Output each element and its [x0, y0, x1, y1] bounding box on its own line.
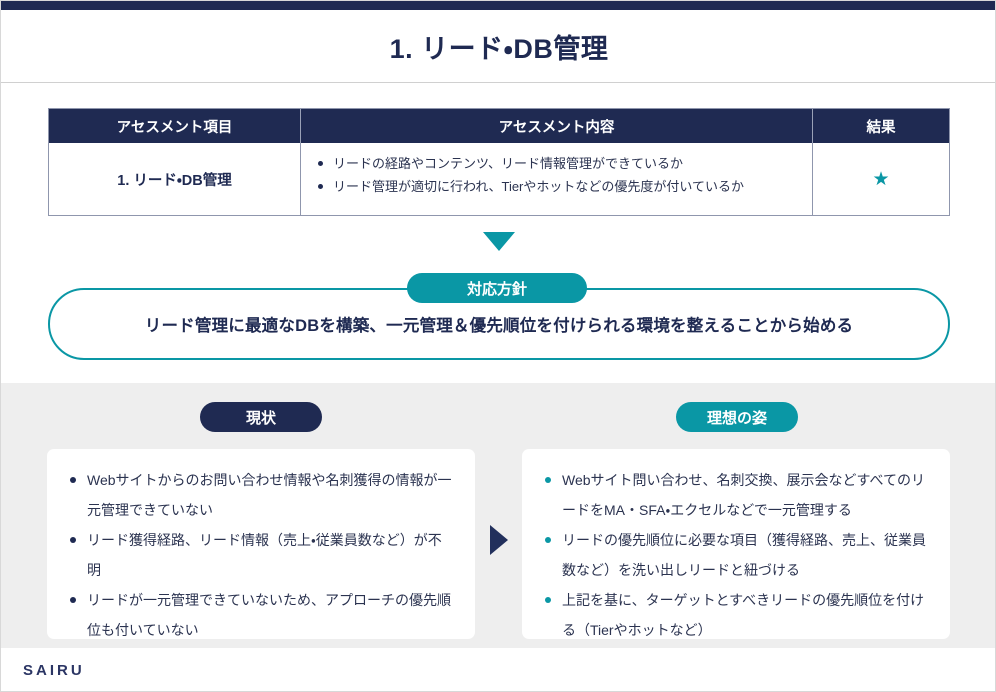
badge-ideal-state: 理想の姿 [676, 402, 798, 432]
cell-assessment-item: 1. リード・DB管理 [49, 143, 301, 215]
list-item: リード管理が適切に行われ、Tierやホットなどの優先度が付いているか [318, 176, 798, 197]
down-triangle-icon [483, 232, 515, 251]
assessment-detail-list: リードの経路やコンテンツ、リード情報管理ができているか リード管理が適切に行われ… [311, 153, 798, 197]
ideal-state-card: Webサイト問い合わせ、名刺交換、展示会などすべてのリードをMA・SFA・エクセ… [522, 449, 950, 639]
ideal-state-list: Webサイト問い合わせ、名刺交換、展示会などすべてのリードをMA・SFA・エクセ… [538, 465, 930, 645]
list-item: リード獲得経路、リード情報（売上・従業員数など）が不明 [70, 525, 455, 585]
top-accent-bar [1, 1, 995, 10]
column-header-detail: アセスメント内容 [301, 109, 813, 143]
list-item: リードの経路やコンテンツ、リード情報管理ができているか [318, 153, 798, 174]
brand-logo: SAIRU [23, 661, 85, 679]
cell-assessment-result: ★ [872, 168, 890, 190]
table-row: 1. リード・DB管理 リードの経路やコンテンツ、リード情報管理ができているか … [49, 143, 949, 215]
list-item: Webサイトからのお問い合わせ情報や名刺獲得の情報が一元管理できていない [70, 465, 455, 525]
policy-badge: 対応方針 [407, 273, 587, 303]
list-item: リードが一元管理できていないため、アプローチの優先順位も付いていない [70, 585, 455, 645]
badge-current-state: 現状 [200, 402, 322, 432]
current-state-list: Webサイトからのお問い合わせ情報や名刺獲得の情報が一元管理できていない リード… [63, 465, 455, 645]
cell-assessment-detail: リードの経路やコンテンツ、リード情報管理ができているか リード管理が適切に行われ… [301, 143, 813, 215]
column-header-item: アセスメント項目 [49, 109, 301, 143]
assessment-table-header-row: アセスメント項目 アセスメント内容 結果 [49, 109, 949, 143]
slide-footer: SAIRU [1, 648, 995, 691]
current-state-card: Webサイトからのお問い合わせ情報や名刺獲得の情報が一元管理できていない リード… [47, 449, 475, 639]
assessment-table: アセスメント項目 アセスメント内容 結果 1. リード・DB管理 リードの経路や… [48, 108, 950, 216]
list-item: リードの優先順位に必要な項目（獲得経路、売上、従業員数など）を洗い出しリードと紐… [545, 525, 930, 585]
policy-text: リード管理に最適なDBを構築、一元管理＆優先順位を付けられる環境を整えることから… [144, 317, 854, 335]
slide-header: 1. リード・DB管理 [1, 10, 995, 83]
page-title: 1. リード・DB管理 [389, 33, 609, 64]
list-item: 上記を基に、ターゲットとすべきリードの優先順位を付ける（Tierやホットなど） [545, 585, 930, 645]
list-item: Webサイト問い合わせ、名刺交換、展示会などすべてのリードをMA・SFA・エクセ… [545, 465, 930, 525]
right-triangle-icon [490, 525, 508, 555]
column-header-result: 結果 [866, 119, 896, 136]
